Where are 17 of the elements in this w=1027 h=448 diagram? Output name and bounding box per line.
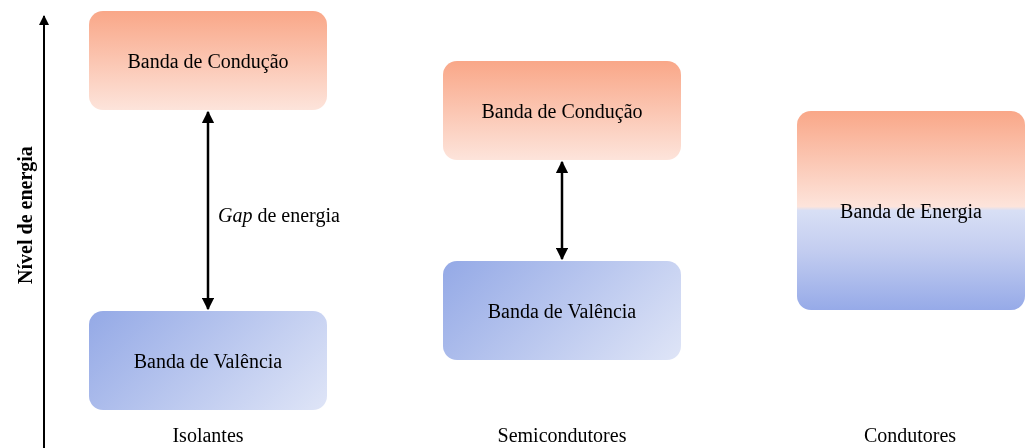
valence-band-box [443, 261, 681, 360]
conduction-band-box [89, 11, 327, 110]
double-arrow [201, 110, 215, 311]
double-arrow [555, 160, 569, 261]
conduction-band-box [443, 61, 681, 160]
band-label: Banda de Condução [127, 48, 289, 75]
column-caption: Isolantes [171, 423, 245, 448]
band-label: Banda de Condução [481, 98, 643, 125]
band-label: Banda de Energia [840, 198, 982, 225]
energy-band-box [797, 111, 1025, 310]
band-label: Banda de Valência [487, 298, 637, 324]
axis-title: Nível de energia [13, 145, 38, 286]
valence-band-box [89, 311, 327, 410]
column-caption: Semicondutores [496, 423, 628, 448]
edge-label: Gap de energia [218, 203, 340, 229]
column-caption: Condutores [862, 423, 958, 448]
band-label: Banda de Valência [133, 348, 283, 374]
